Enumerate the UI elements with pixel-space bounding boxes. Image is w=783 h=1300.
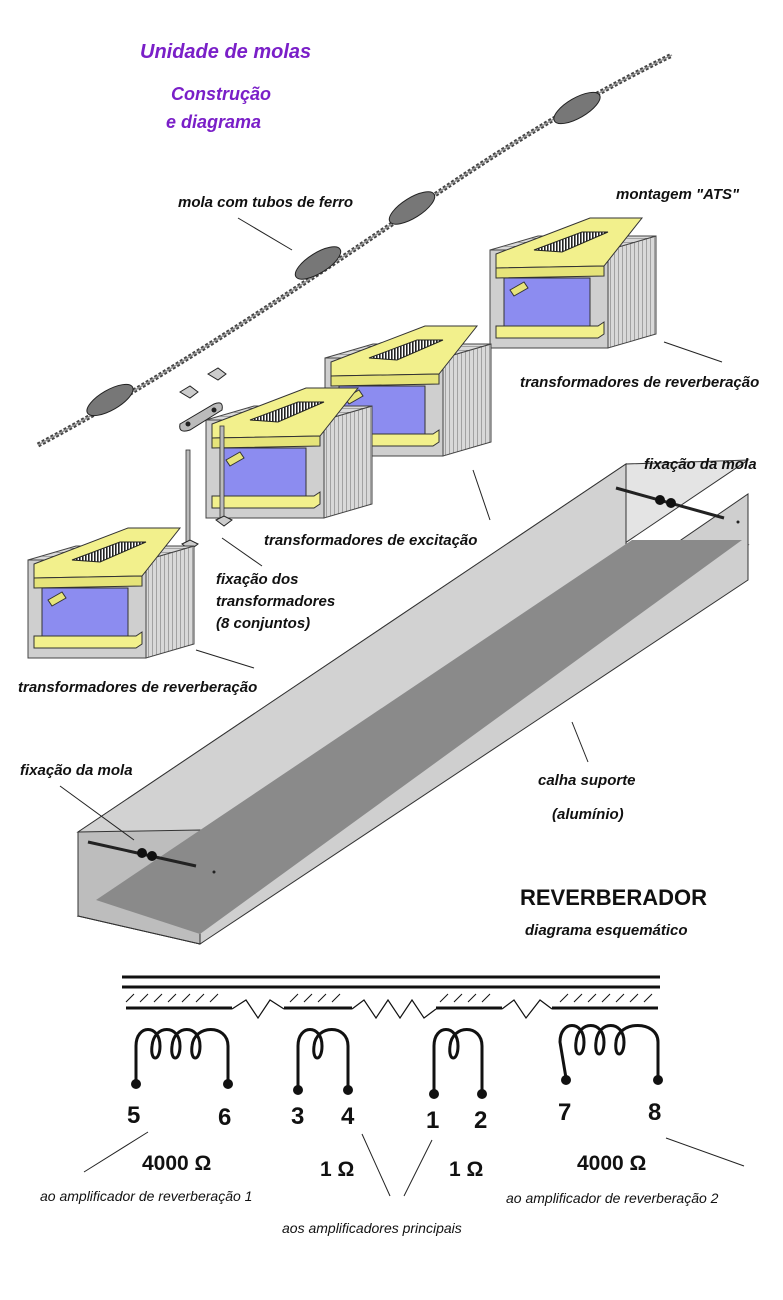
reverb-transformers-left-label: transformadores de reverberação: [18, 679, 257, 696]
schematic-spring-link-3: [501, 999, 553, 1020]
spring-leader: [237, 217, 293, 251]
channel-label-2: (alumínio): [552, 806, 624, 823]
schematic-terminals: [131, 1075, 663, 1099]
support-channel: [76, 459, 750, 945]
impedance-left: 4000 Ω: [142, 1152, 211, 1175]
pin-4: 4: [341, 1103, 355, 1130]
mounting-hardware: [179, 367, 233, 551]
note-center-leader-b: [403, 1139, 433, 1197]
schematic-title: REVERBERADOR: [520, 885, 707, 910]
reverb-transformer-left: [27, 527, 195, 659]
pin-8: 8: [648, 1099, 661, 1126]
subtitle-line-1: Construção: [171, 84, 271, 104]
pin-1: 1: [426, 1107, 439, 1134]
note-left-leader: [83, 1131, 149, 1173]
schematic-core: [122, 975, 660, 989]
reverb-left-leader: [195, 649, 255, 669]
spring-label: mola com tubos de ferro: [178, 194, 353, 211]
spring-fixing-left: [87, 840, 197, 868]
spring-fixing-right-label: fixação da mola: [644, 456, 757, 473]
schematic-core-bars: [125, 993, 658, 1010]
fixing-label-1: fixação dos: [216, 571, 299, 588]
fixing-label-3: (8 conjuntos): [216, 615, 310, 632]
spring-fixing-left-label: fixação da mola: [20, 762, 133, 779]
impedance-mid-left: 1 Ω: [320, 1158, 354, 1181]
note-center-leader-a: [361, 1133, 391, 1197]
reverb-top-leader: [663, 341, 723, 363]
excitation-transformer-front: [205, 387, 373, 519]
reverb-transformer-top: [489, 217, 657, 349]
pin-6: 6: [218, 1104, 231, 1131]
pin-7: 7: [558, 1099, 571, 1126]
schematic-spring-link-2: [351, 998, 437, 1020]
channel-label-1: calha suporte: [538, 772, 636, 789]
excitation-transformers-label: transformadores de excitação: [264, 532, 477, 549]
fixing-leader: [221, 537, 263, 567]
spring-fixing-left-leader: [59, 785, 135, 841]
note-left: ao amplificador de reverberação 1: [40, 1188, 252, 1204]
schematic-subtitle: diagrama esquemático: [525, 922, 688, 939]
page-title: Unidade de molas: [140, 41, 311, 63]
note-center: aos amplificadores principais: [282, 1220, 462, 1236]
channel-leader: [571, 721, 589, 763]
pin-2: 2: [474, 1107, 487, 1134]
pin-3: 3: [291, 1103, 304, 1130]
note-right: ao amplificador de reverberação 2: [506, 1190, 719, 1206]
reverb-transformers-top-label: transformadores de reverberação: [520, 374, 759, 391]
note-right-leader: [665, 1137, 745, 1167]
excitation-leader: [472, 469, 491, 521]
schematic-coils: [134, 1024, 660, 1092]
impedance-mid-right: 1 Ω: [449, 1158, 483, 1181]
spring-fixing-right: [615, 486, 725, 520]
pin-5: 5: [127, 1102, 140, 1129]
ats-label: montagem "ATS": [616, 186, 740, 203]
schematic-spring-link-1: [231, 999, 285, 1020]
fixing-label-2: transformadores: [216, 593, 335, 610]
impedance-right: 4000 Ω: [577, 1152, 646, 1175]
subtitle-line-2: e diagrama: [166, 112, 261, 132]
spring-with-iron-tubes: [36, 52, 674, 448]
